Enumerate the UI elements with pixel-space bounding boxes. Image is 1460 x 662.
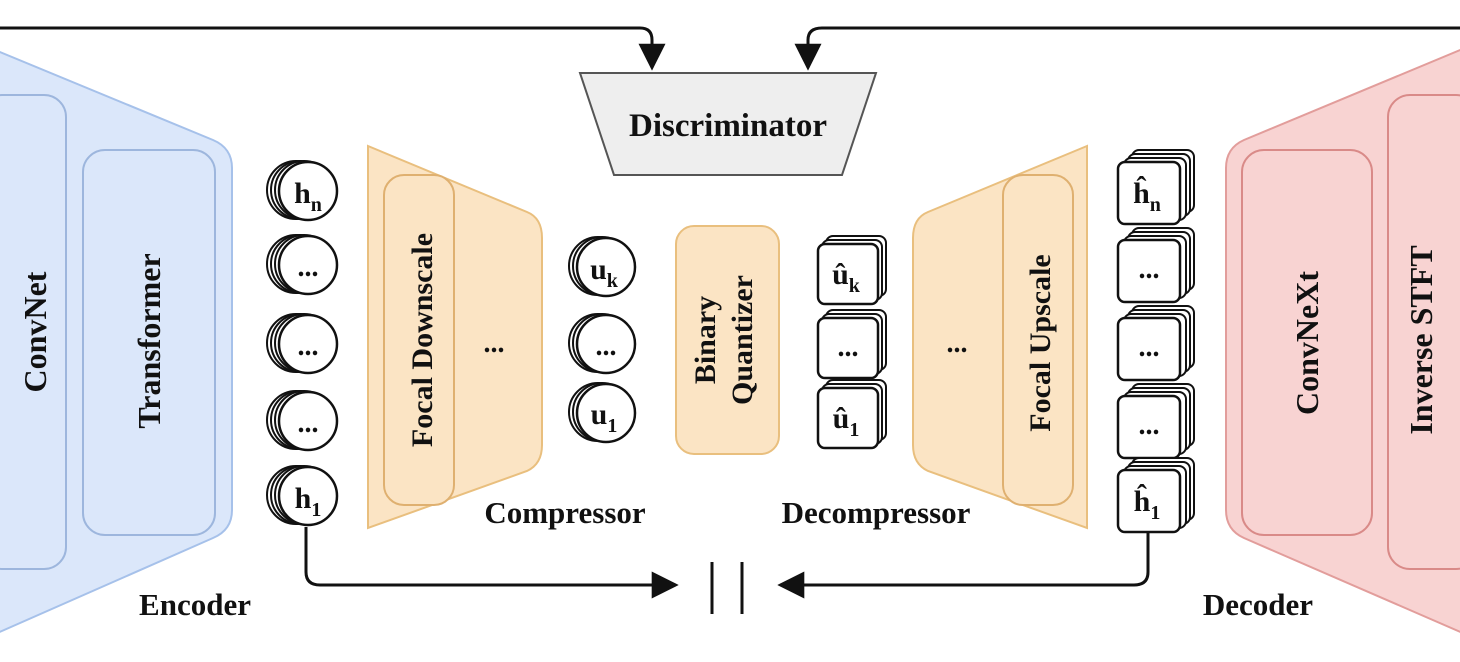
- encoder-token: hn: [266, 160, 339, 222]
- compressor-label: Compressor: [484, 495, 646, 530]
- decoder-to-comparison-arrow: [777, 532, 1150, 599]
- inverse-stft-label: Inverse STFT: [1403, 245, 1439, 434]
- encoder-label: Encoder: [139, 587, 251, 622]
- encoder-block: ConvNet Transformer Encoder: [0, 50, 251, 633]
- decompressed-token-column: ûk ... û1: [816, 235, 887, 450]
- svg-text:...: ...: [596, 331, 617, 362]
- svg-text:...: ...: [1139, 410, 1160, 441]
- decoder-token-column: ĥn ... ... ... ĥ1: [1116, 149, 1195, 534]
- encoder-to-discriminator-arrow: [0, 26, 666, 71]
- decoder-token: ...: [1116, 227, 1195, 304]
- decoder-to-discriminator-arrow: [794, 26, 1460, 71]
- svg-text:...: ...: [298, 252, 319, 283]
- decompressed-token: ...: [816, 309, 887, 380]
- compressed-token: u1: [568, 382, 637, 444]
- decoder-block: ConvNeXt Inverse STFT Decoder: [1203, 48, 1460, 633]
- compressor-ellipsis: ...: [484, 328, 505, 359]
- encoder-token: ...: [266, 390, 339, 452]
- decompressed-token: û1: [816, 379, 887, 450]
- decoder-token: ĥn: [1116, 149, 1195, 226]
- convnet-label: ConvNet: [17, 271, 53, 392]
- convnext-module: [1241, 149, 1373, 536]
- encoder-token: h1: [266, 465, 339, 527]
- decoder-token: ...: [1116, 383, 1195, 460]
- discriminator-label: Discriminator: [629, 108, 827, 144]
- compressed-token: uk: [568, 236, 637, 298]
- decompressed-token: ûk: [816, 235, 887, 306]
- focal-upscale-label: Focal Upscale: [1024, 254, 1057, 431]
- decoder-token: ...: [1116, 305, 1195, 382]
- focal-downscale-label: Focal Downscale: [406, 233, 439, 447]
- binary-quantizer-block: Binary Quantizer: [675, 225, 780, 455]
- encoder-to-comparison-arrow: [304, 527, 679, 599]
- focal-upscale-module: [1002, 174, 1074, 506]
- binary-quantizer-shape: [675, 225, 780, 455]
- discriminator-block: Discriminator: [578, 72, 878, 176]
- inverse-stft-module: [1387, 94, 1460, 570]
- comparison-symbol: [710, 562, 744, 614]
- decompressor-ellipsis: ...: [947, 328, 968, 359]
- decoder-label: Decoder: [1203, 587, 1313, 622]
- transformer-label: Transformer: [131, 253, 167, 428]
- transformer-module: [82, 149, 216, 536]
- svg-text:...: ...: [1139, 254, 1160, 285]
- focal-downscale-module: [383, 174, 455, 506]
- encoder-token-column: hn ... ... ... h1: [266, 160, 339, 527]
- binary-quantizer-line2: Quantizer: [726, 275, 759, 405]
- discriminator-shape: [578, 72, 878, 176]
- svg-text:...: ...: [298, 408, 319, 439]
- convnext-label: ConvNeXt: [1289, 271, 1325, 415]
- decompressor-label: Decompressor: [782, 495, 971, 530]
- binary-quantizer-line1: Binary: [689, 296, 722, 384]
- encoder-token: ...: [266, 313, 339, 375]
- encoder-token: ...: [266, 234, 339, 296]
- compressed-token-column: uk ... u1: [568, 236, 637, 444]
- svg-text:...: ...: [1139, 332, 1160, 363]
- svg-text:...: ...: [838, 332, 859, 363]
- decompressor-block: Focal Upscale ... Decompressor: [782, 144, 1088, 530]
- decoder-token: ĥ1: [1116, 457, 1195, 534]
- compressed-token: ...: [568, 313, 637, 375]
- compressor-block: Focal Downscale ... Compressor: [367, 144, 646, 530]
- svg-text:...: ...: [298, 331, 319, 362]
- convnet-module: [0, 94, 67, 570]
